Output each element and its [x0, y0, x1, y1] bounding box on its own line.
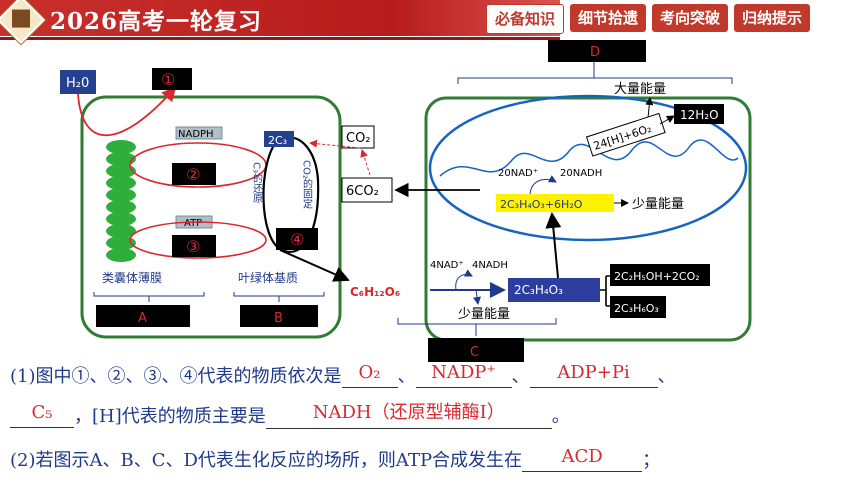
mitochondrion-outline: [428, 94, 748, 242]
atp-label: ATP: [184, 218, 202, 229]
glucose-label: C₆H₁₂O₆: [350, 285, 400, 299]
little-energy2-arrow: [473, 289, 481, 305]
co2-6-box: [341, 177, 393, 203]
marker-4: ④: [290, 230, 304, 249]
marker-3: ③: [186, 237, 200, 256]
answer-blank-3[interactable]: ADP+Pi: [529, 362, 658, 388]
bracket-a: [93, 292, 205, 302]
nadh20-label: 20NADH: [560, 168, 602, 179]
nadh4-label: 4NADH: [472, 260, 508, 271]
co2-6-label: 6CO₂: [346, 184, 379, 199]
lactate-box: [610, 296, 666, 318]
co2-fixation-label: CO₂的固定: [301, 160, 313, 210]
header-bar: 2026高考一轮复习 必备知识 细节拾遗 考向突破 归纳提示: [0, 0, 860, 45]
chloroplast-outline: [80, 95, 342, 339]
label-a-box: [96, 305, 190, 327]
thylakoid-stack: [106, 140, 136, 262]
glucose-arrow: [279, 249, 350, 282]
marker-1: ①: [161, 70, 175, 89]
atp-cycle: [129, 221, 267, 259]
nadph-label: NADPH: [178, 129, 214, 140]
fermentation-brace: [600, 275, 612, 307]
question-1-mid: ，[H]代表的物质主要是: [74, 406, 266, 427]
h2o-label: H₂0: [66, 76, 89, 91]
marker-4-box: [276, 228, 318, 250]
pyruvate-water-label: 2C₃H₄O₃+6H₂O: [500, 198, 583, 211]
c3-reduction-label: C₃的还原: [251, 162, 263, 203]
little-energy1-label: 少量能量: [632, 197, 684, 212]
nadph-box: [175, 126, 223, 140]
pyruvate-label: 2C₃H₄O₃: [514, 283, 563, 297]
question-1-prefix: (1)图中①、②、③、④代表的物质依次是: [10, 366, 342, 387]
cell-outline: [424, 96, 752, 342]
title-band: [0, 0, 560, 40]
co2-label: CO₂: [346, 131, 371, 146]
tab-exam-focus[interactable]: 考向突破: [652, 4, 729, 32]
nad4-cycle-arrow: [455, 269, 473, 291]
c3-label: 2C₃: [268, 134, 287, 147]
stroma-label: 叶绿体基质: [238, 270, 298, 285]
pyruvate-to-krebs-arrow: [545, 212, 562, 279]
h2o-box: [60, 70, 96, 94]
co2-source-arrow: [360, 149, 371, 176]
little-energy2-label: 少量能量: [458, 307, 510, 322]
much-energy-label: 大量能量: [614, 82, 666, 97]
bracket-d: [457, 60, 733, 84]
marker-2: ②: [186, 165, 200, 184]
marker-3-box: [172, 235, 216, 257]
h24-box: 24[H]+6O₂: [585, 112, 666, 157]
answer-blank-2[interactable]: NADP⁺: [415, 362, 512, 388]
much-energy-arrow: [645, 97, 654, 119]
tab-essential-knowledge[interactable]: 必备知识: [486, 4, 565, 34]
water-split-curve: [77, 86, 177, 137]
tab-bar: 必备知识 细节拾遗 考向突破 归纳提示: [486, 4, 811, 34]
nad20-label: 20NAD⁺: [498, 168, 538, 179]
c3-box: [264, 131, 294, 147]
pyruvate-water-box: [496, 194, 614, 212]
question-2-prefix: (2)若图示A、B、C、D代表生化反应的场所，则ATP合成发生在: [10, 450, 523, 471]
thylakoid-label: 类囊体薄膜: [102, 270, 162, 285]
label-a: A: [138, 311, 147, 326]
label-b-box: [240, 305, 318, 327]
answer-blank-6[interactable]: ACD: [522, 446, 643, 472]
label-c: C: [470, 345, 479, 360]
bracket-c: [397, 318, 557, 336]
answer-blank-4[interactable]: C₅: [10, 402, 74, 428]
page-title: 2026高考一轮复习: [50, 8, 263, 35]
tab-summary-tips[interactable]: 归纳提示: [734, 4, 811, 32]
label-d: D: [590, 45, 600, 60]
tab-detail-review[interactable]: 细节拾遗: [570, 4, 647, 32]
marker-1-box: [152, 68, 192, 90]
marker-2-box: [172, 163, 216, 185]
nad4-label: 4NAD⁺: [430, 260, 464, 271]
label-d-box: [548, 40, 646, 62]
photosynthesis-respiration-diagram: H₂0 ① NADPH ② ATP ③ 2C₃ C₃的还原 CO₂的固定 ④ C…: [60, 40, 752, 362]
bracket-b: [233, 292, 325, 302]
lactate-label: 2C₃H₆O₃: [614, 302, 659, 315]
label-c-box: [428, 338, 524, 362]
nad20-cycle-arrow: [529, 175, 557, 197]
water12-label: 12H₂O: [680, 108, 719, 122]
ethanol-label: 2C₂H₅OH+2CO₂: [614, 270, 700, 283]
co2-arrow: [309, 139, 361, 149]
answer-blank-1[interactable]: O₂: [341, 362, 398, 388]
label-b: B: [274, 311, 283, 326]
ethanol-box: [610, 264, 710, 286]
pyruvate-box: [508, 278, 600, 302]
water12-box: [674, 104, 724, 124]
h24-to-water-arrow: [659, 115, 675, 125]
answer-blank-5[interactable]: NADH（还原型辅酶I）: [265, 402, 552, 429]
